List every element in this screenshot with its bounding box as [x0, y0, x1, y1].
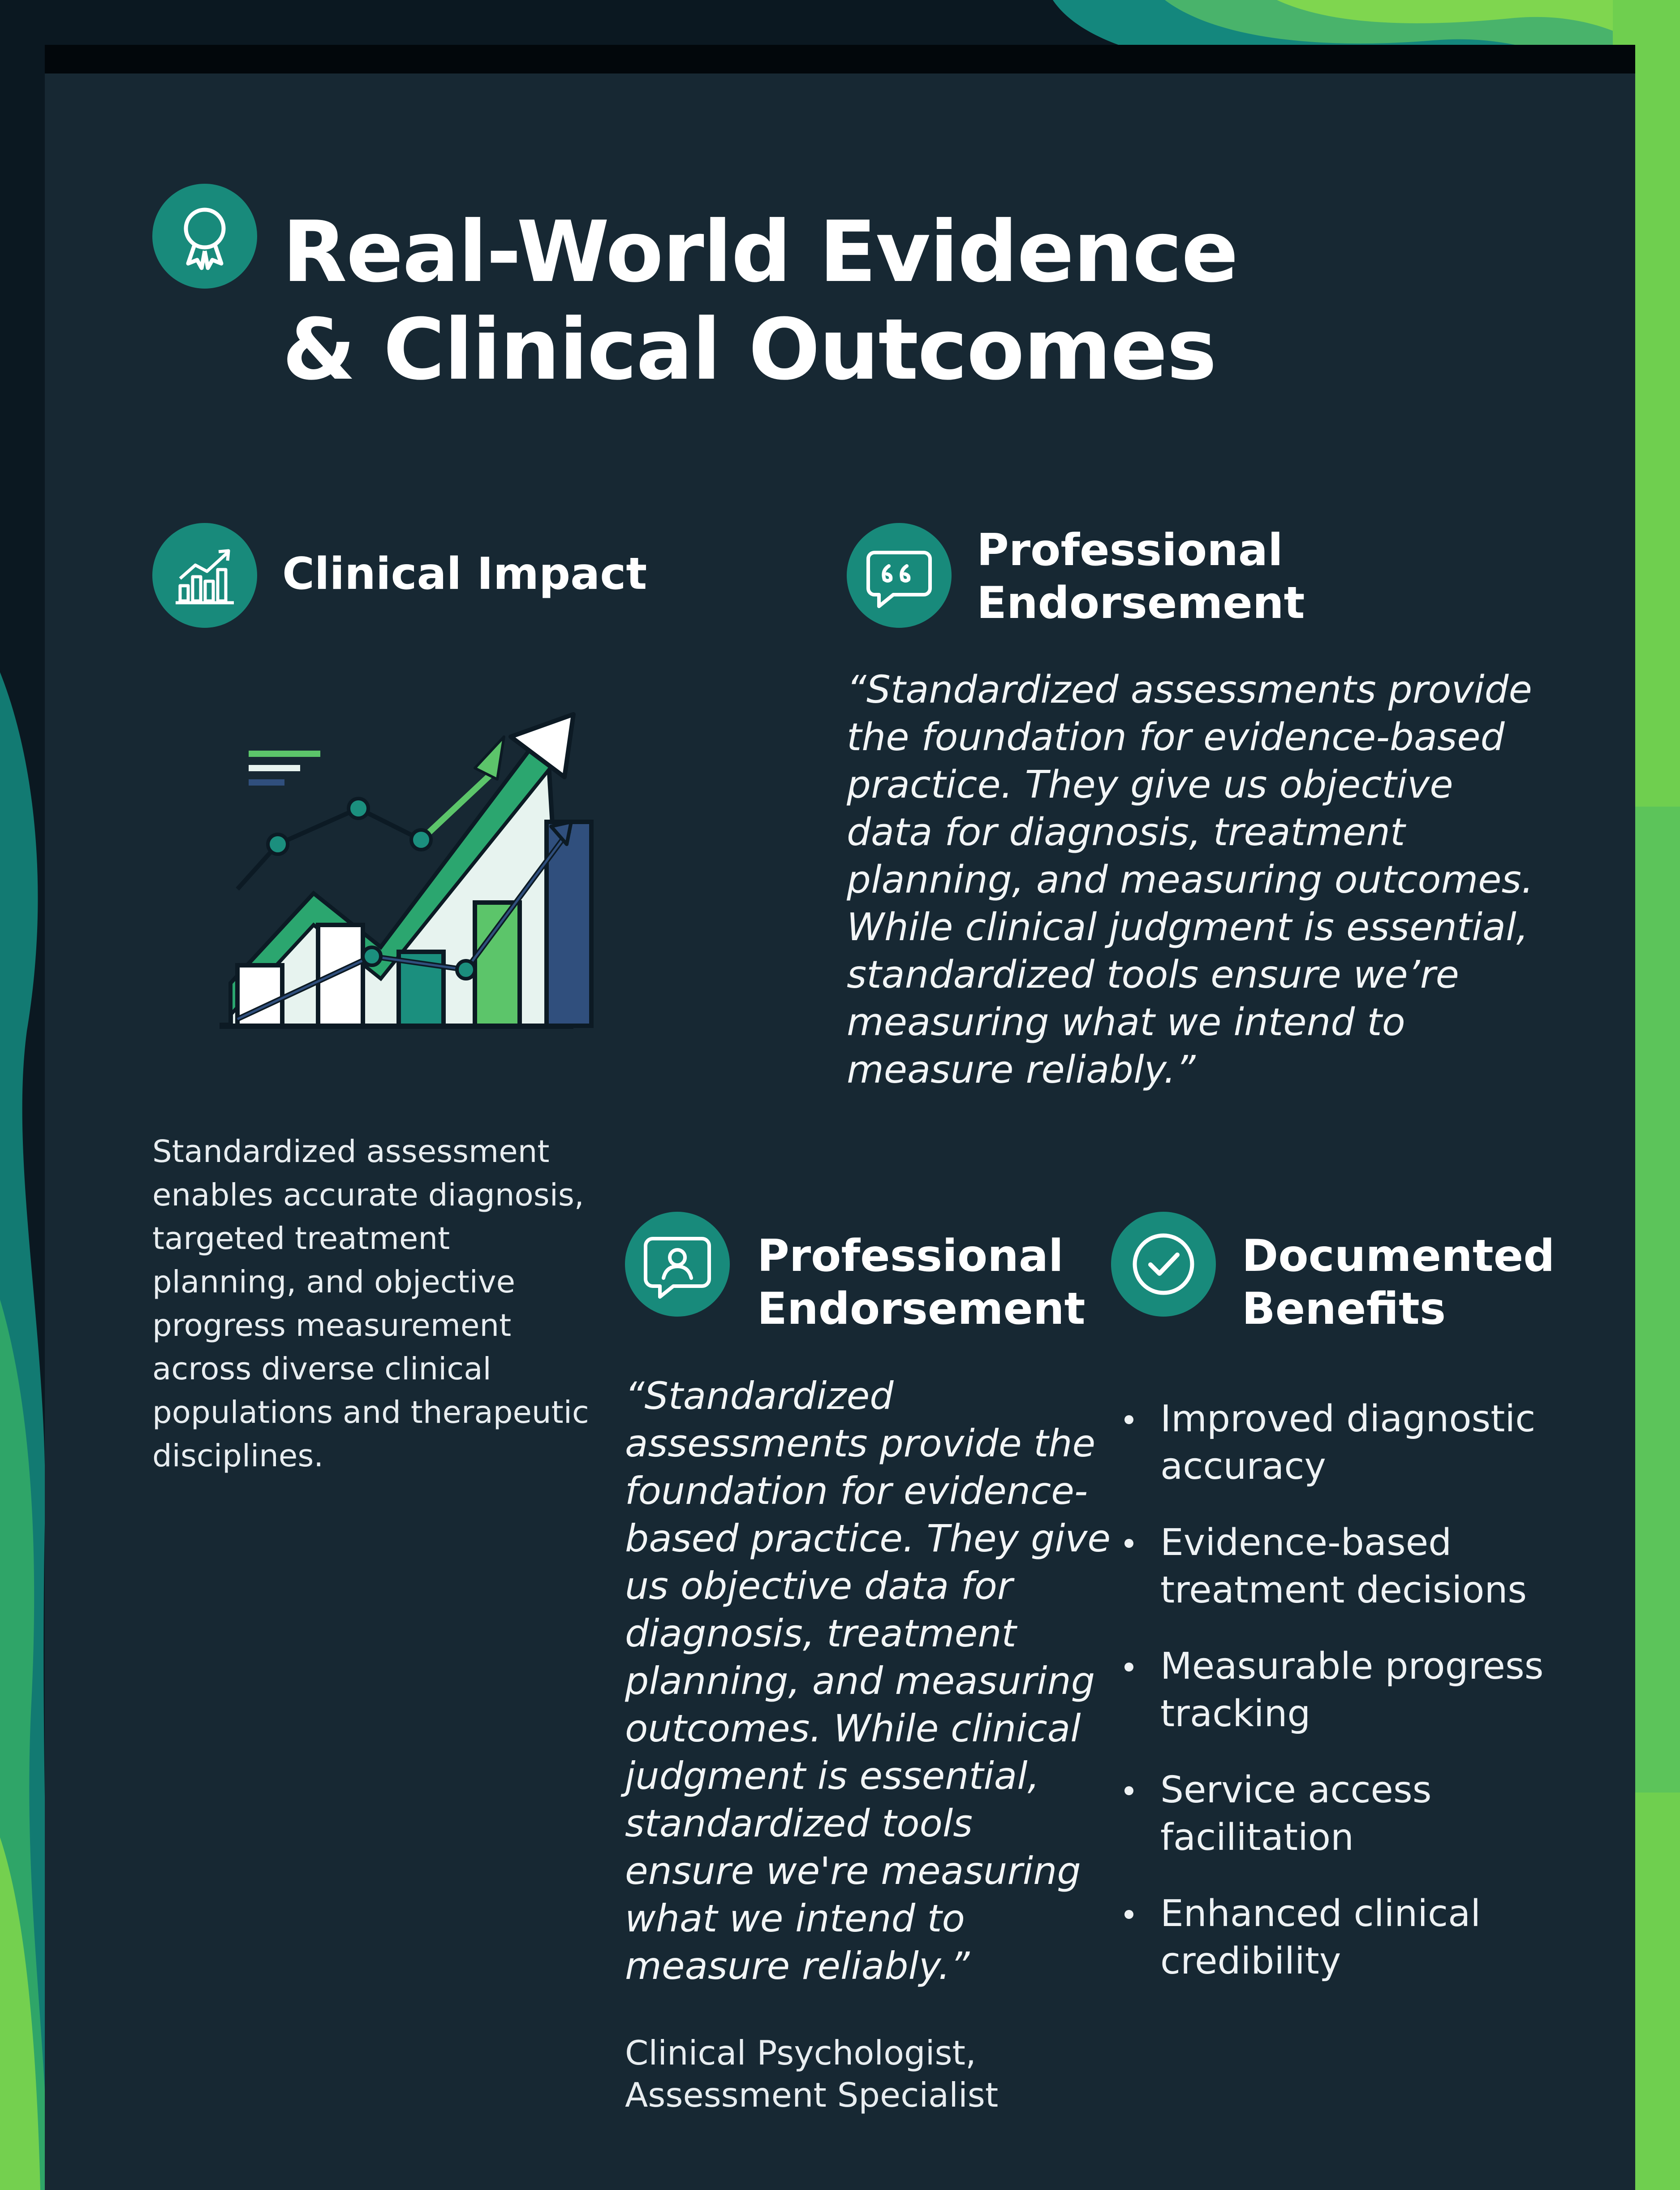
list-item: Measurable progress tracking	[1111, 1643, 1586, 1738]
list-item: Service access facilitation	[1111, 1767, 1586, 1862]
attribution-specialty: Assessment Specialist	[625, 2075, 999, 2115]
check-circle-icon	[1111, 1212, 1216, 1317]
benefits-heading: Documented Benefits	[1242, 1230, 1555, 1335]
bullet-dot	[1124, 1910, 1133, 1919]
endorsement-bottom-heading-line-1: Professional	[757, 1231, 1064, 1282]
endorsement-top-quote: “Standardized assessments provide the fo…	[847, 668, 1534, 1092]
benefit-text: Service access facilitation	[1160, 1769, 1432, 1859]
page-title: Real-World Evidence & Clinical Outcomes	[282, 203, 1447, 399]
benefit-text: Measurable progress tracking	[1160, 1645, 1544, 1735]
page-title-line-1: Real-World Evidence	[282, 203, 1238, 301]
benefit-text: Evidence-based treatment decisions	[1160, 1521, 1527, 1611]
endorsement-top-heading-line-2: Endorsement	[977, 578, 1305, 629]
list-item: Evidence-based treatment decisions	[1111, 1519, 1586, 1614]
quote-attribution: Clinical Psychologist, Assessment Specia…	[625, 2032, 1118, 2116]
growth-chart-illustration	[220, 712, 594, 1029]
list-item: Enhanced clinical credibility	[1111, 1890, 1586, 1985]
user-chat-icon	[625, 1212, 730, 1317]
endorsement-bottom-heading: Professional Endorsement	[757, 1230, 1086, 1335]
award-ribbon-icon	[152, 184, 257, 289]
clinical-impact-heading: Clinical Impact	[282, 549, 647, 600]
page-title-line-2: & Clinical Outcomes	[282, 301, 1217, 399]
endorsement-top-heading: Professional Endorsement	[977, 524, 1305, 630]
bullet-dot	[1124, 1415, 1133, 1424]
benefits-list: Improved diagnostic accuracy Evidence-ba…	[1111, 1395, 1586, 2014]
decorative-wave-left-edge	[0, 672, 54, 2190]
clinical-impact-description: Standardized assessment enables accurate…	[152, 1134, 589, 1474]
attribution-role: Clinical Psychologist,	[625, 2033, 976, 2073]
list-item: Improved diagnostic accuracy	[1111, 1395, 1586, 1490]
bullet-dot	[1124, 1539, 1133, 1548]
endorsement-bottom-quote: “Standardized assessments provide the fo…	[625, 1374, 1111, 1988]
benefits-heading-line-2: Benefits	[1242, 1283, 1446, 1335]
content-card: Real-World Evidence & Clinical Outcomes …	[45, 45, 1635, 2190]
benefits-heading-line-1: Documented	[1242, 1231, 1555, 1282]
benefit-text: Enhanced clinical credibility	[1160, 1892, 1481, 1983]
endorsement-top-heading-line-1: Professional	[977, 525, 1283, 576]
benefit-text: Improved diagnostic accuracy	[1160, 1398, 1536, 1488]
bullet-dot	[1124, 1786, 1133, 1795]
endorsement-bottom-heading-line-2: Endorsement	[757, 1283, 1086, 1335]
bullet-dot	[1124, 1663, 1133, 1672]
chart-growth-icon	[152, 523, 257, 628]
quote-bubble-icon	[847, 523, 952, 628]
